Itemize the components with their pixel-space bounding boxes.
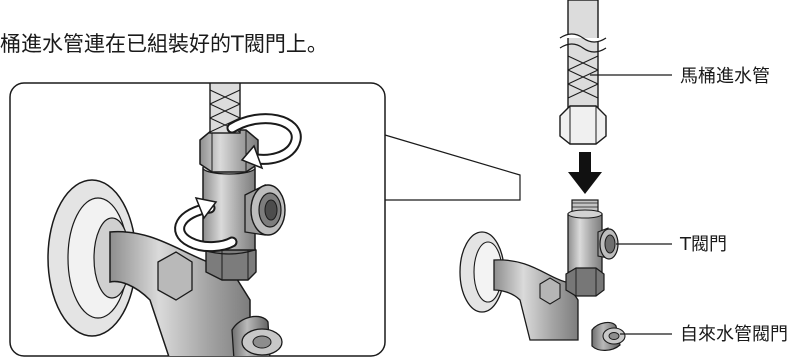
valve-handle: [231, 315, 283, 356]
tighten-arrow-upper: [226, 113, 302, 170]
leader-lines: [590, 74, 672, 335]
t-valve-small: [565, 199, 619, 297]
hose-illustration: [559, 0, 607, 145]
down-arrow-icon: [568, 152, 602, 194]
tighten-arrow-lower: [174, 196, 238, 253]
label-supply-valve: 自來水管閥門: [680, 324, 788, 345]
zoomed-assembly: [47, 83, 302, 356]
wall-flange-small: [459, 231, 626, 351]
label-t-valve: T閥門: [680, 234, 727, 255]
label-toilet-inlet-hose: 馬桶進水管: [680, 66, 770, 87]
instruction-text: 桶進水管連在已組裝好的T閥門上。: [0, 32, 328, 56]
